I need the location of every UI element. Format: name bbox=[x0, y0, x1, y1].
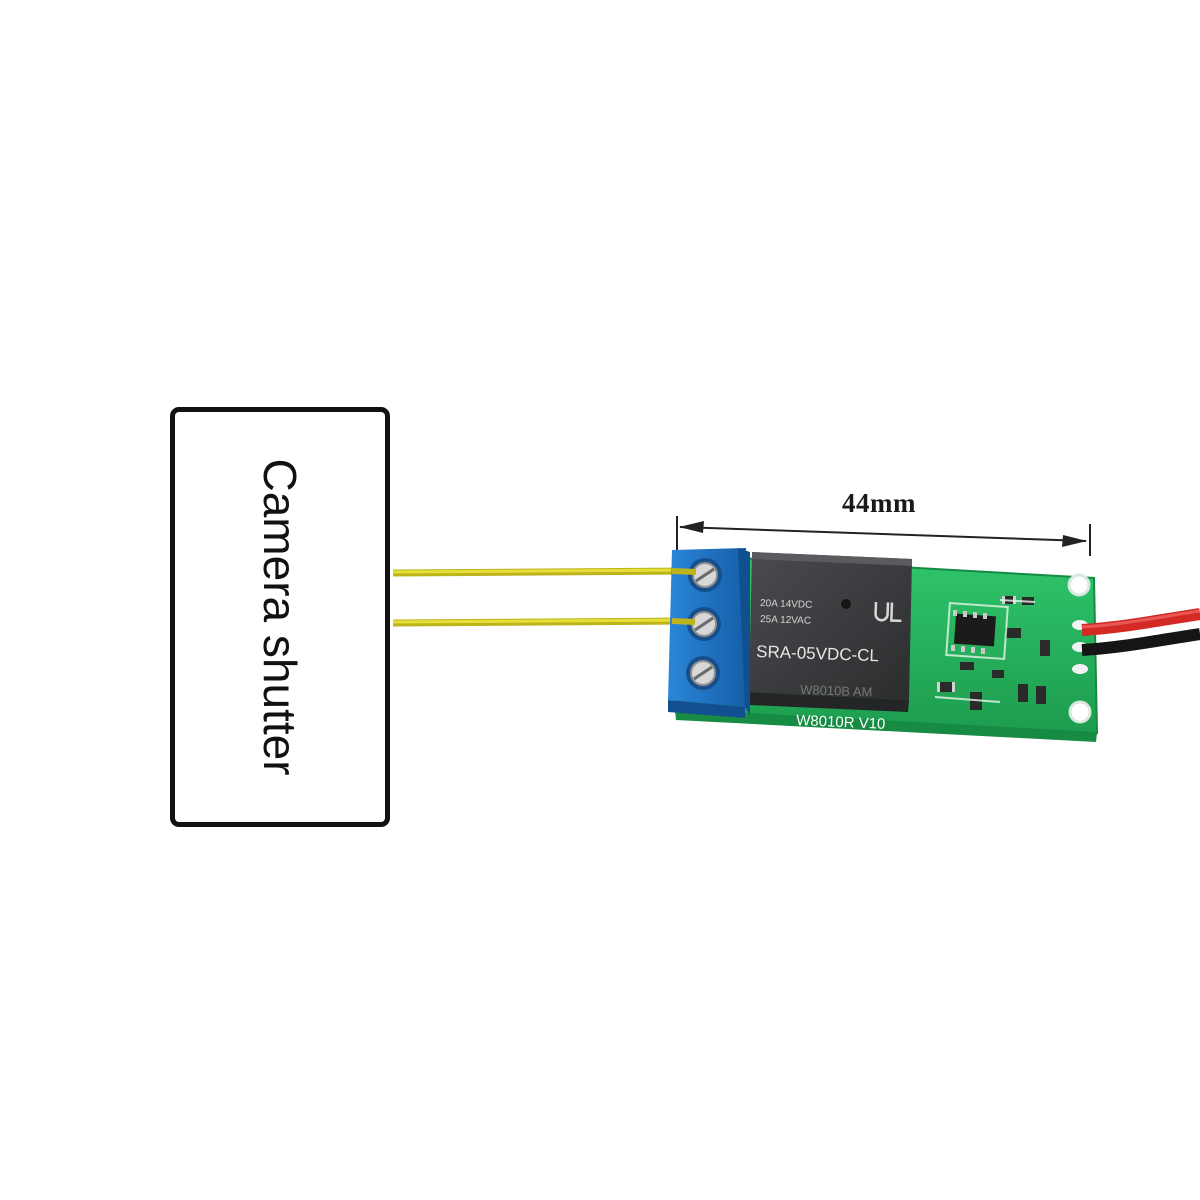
arrowhead-right bbox=[1062, 535, 1087, 547]
arrowhead-left bbox=[679, 521, 704, 533]
dimension-line bbox=[676, 516, 1091, 560]
signal-wires bbox=[392, 567, 691, 627]
screw-terminal-block bbox=[668, 548, 750, 718]
pcb-edge bbox=[675, 710, 1097, 742]
relay-body bbox=[749, 552, 912, 700]
board-marking: W8010R V10 bbox=[796, 712, 886, 733]
relay-side-mark: W8010B AM bbox=[800, 682, 873, 700]
signal-wire-bottom-highlight bbox=[392, 618, 691, 624]
terminal-screw bbox=[686, 656, 720, 690]
relay-rating-line2: 25A 12VAC bbox=[760, 614, 811, 627]
relay-rating-line1: 20A 14VDC bbox=[760, 598, 813, 611]
mounting-hole bbox=[1067, 573, 1091, 597]
terminal-screw bbox=[687, 607, 721, 641]
camera-shutter-box bbox=[170, 407, 390, 827]
power-wire-red bbox=[1081, 608, 1200, 636]
mounting-hole bbox=[1068, 700, 1092, 724]
signal-wire-top-highlight bbox=[392, 568, 691, 574]
power-wire-black bbox=[1081, 628, 1200, 656]
certification-mark-icon bbox=[874, 601, 902, 623]
terminal-screw bbox=[688, 558, 722, 592]
ic-chip bbox=[951, 610, 996, 654]
dimension-label: 44mm bbox=[842, 488, 916, 518]
relay-indicator-dot bbox=[841, 599, 851, 609]
relay-model-label: SRA-05VDC-CL bbox=[756, 642, 879, 665]
solder-pad bbox=[1072, 664, 1088, 674]
relay-component: 20A 14VDC 25A 12VAC SRA-05VDC-CL W8010B … bbox=[749, 552, 912, 712]
relay-module: 20A 14VDC 25A 12VAC SRA-05VDC-CL W8010B … bbox=[668, 548, 1200, 742]
camera-shutter-label: Camera shutter bbox=[254, 458, 306, 776]
